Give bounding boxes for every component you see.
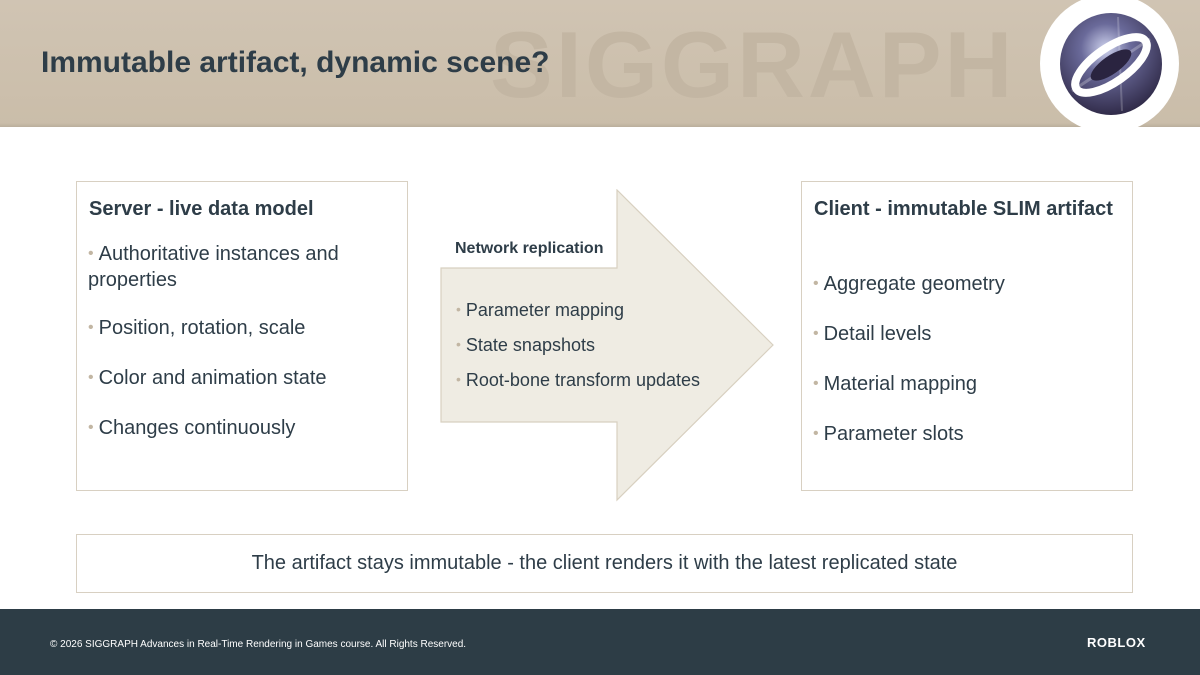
server-bullet-list: •Authoritative instances and properties …	[88, 242, 388, 466]
network-bullet-list: •Parameter mapping •State snapshots •Roo…	[456, 299, 700, 404]
list-item: •Changes continuously	[88, 417, 296, 439]
list-item: •Parameter mapping	[456, 300, 624, 320]
network-arrow-shape	[440, 189, 774, 502]
summary-box: The artifact stays immutable - the clien…	[76, 534, 1133, 593]
slide-footer: © 2026 SIGGRAPH Advances in Real-Time Re…	[0, 609, 1200, 675]
summary-text: The artifact stays immutable - the clien…	[251, 552, 958, 574]
siggraph-logo	[1040, 0, 1179, 133]
siggraph-watermark: SIGGRAPH	[490, 12, 1016, 117]
list-item: •Root-bone transform updates	[456, 370, 701, 390]
server-heading: Server - live data model	[89, 198, 314, 220]
list-item: •Parameter slots	[813, 423, 964, 445]
slide-title: Immutable artifact, dynamic scene?	[41, 46, 550, 79]
list-item: •Material mapping	[813, 373, 978, 395]
slide-header: SIGGRAPH Immutable artifact, dynamic sce…	[0, 0, 1200, 127]
client-heading: Client - immutable SLIM artifact	[814, 198, 1113, 220]
server-box: Server - live data model	[76, 181, 408, 491]
siggraph-logo-icon	[1060, 13, 1162, 115]
list-item: •State snapshots	[456, 335, 595, 355]
list-item: •Position, rotation, scale	[88, 317, 306, 339]
copyright-text: © 2026 SIGGRAPH Advances in Real-Time Re…	[50, 639, 467, 650]
list-item: •Color and animation state	[88, 367, 327, 389]
roblox-logo: ROBLOX	[1087, 635, 1146, 650]
network-replication-label: Network replication	[455, 240, 604, 257]
list-item: •Authoritative instances and properties	[88, 243, 339, 291]
list-item: •Detail levels	[813, 323, 932, 345]
client-bullet-list: •Aggregate geometry •Detail levels •Mate…	[813, 272, 1113, 472]
client-box: Client - immutable SLIM artifact	[801, 181, 1133, 491]
list-item: •Aggregate geometry	[813, 273, 1005, 295]
